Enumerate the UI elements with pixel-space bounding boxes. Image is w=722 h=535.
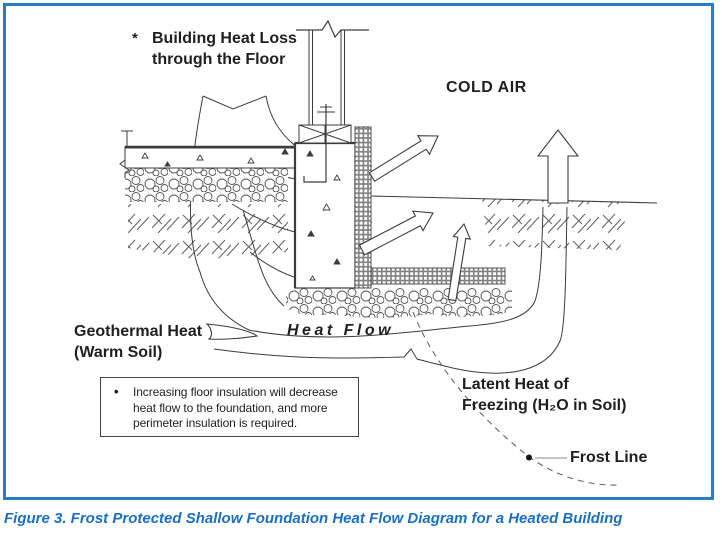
heat-arrow-upper-right xyxy=(368,135,439,182)
anchor-bolt xyxy=(303,104,335,183)
figure-caption: Figure 3. Frost Protected Shallow Founda… xyxy=(4,510,623,527)
geothermal-arrow xyxy=(205,323,259,340)
note-bullet: • xyxy=(114,384,119,399)
frost-line-label: Frost Line xyxy=(570,449,648,466)
heat-flow-label: Heat Flow xyxy=(287,322,395,339)
building-wall xyxy=(296,19,369,144)
wing-insulation xyxy=(370,267,506,285)
heat-arrow-lower-right xyxy=(358,210,434,256)
note-text: Increasing floor insulation will decreas… xyxy=(133,385,338,430)
gravel-bed xyxy=(286,288,512,318)
heat-arrow-ground-up xyxy=(447,222,472,302)
foundation-wall xyxy=(293,141,371,289)
frost-line xyxy=(412,311,619,486)
building-heat-loss-label: Building Heat Loss through the Floor xyxy=(152,30,297,68)
heat-arrow-cold-air-up xyxy=(536,129,580,204)
building-heat-loss-bullet: * xyxy=(132,30,138,47)
vertical-insulation xyxy=(354,126,372,289)
grade-line xyxy=(370,195,658,204)
soil-hatch-left xyxy=(128,204,288,260)
geothermal-heat-label: Geothermal Heat (Warm Soil) xyxy=(74,323,203,361)
soil-hatch-right xyxy=(482,199,628,250)
heat-flow-arrows xyxy=(205,129,580,340)
break-line xyxy=(296,19,369,39)
insulation-note-box: • Increasing floor insulation will decre… xyxy=(100,377,359,437)
cold-air-label: COLD AIR xyxy=(446,79,527,96)
latent-heat-label: Latent Heat of Freezing (H₂O in Soil) xyxy=(462,376,627,414)
frost-line-dot xyxy=(526,454,532,461)
floor-slab xyxy=(119,130,296,202)
